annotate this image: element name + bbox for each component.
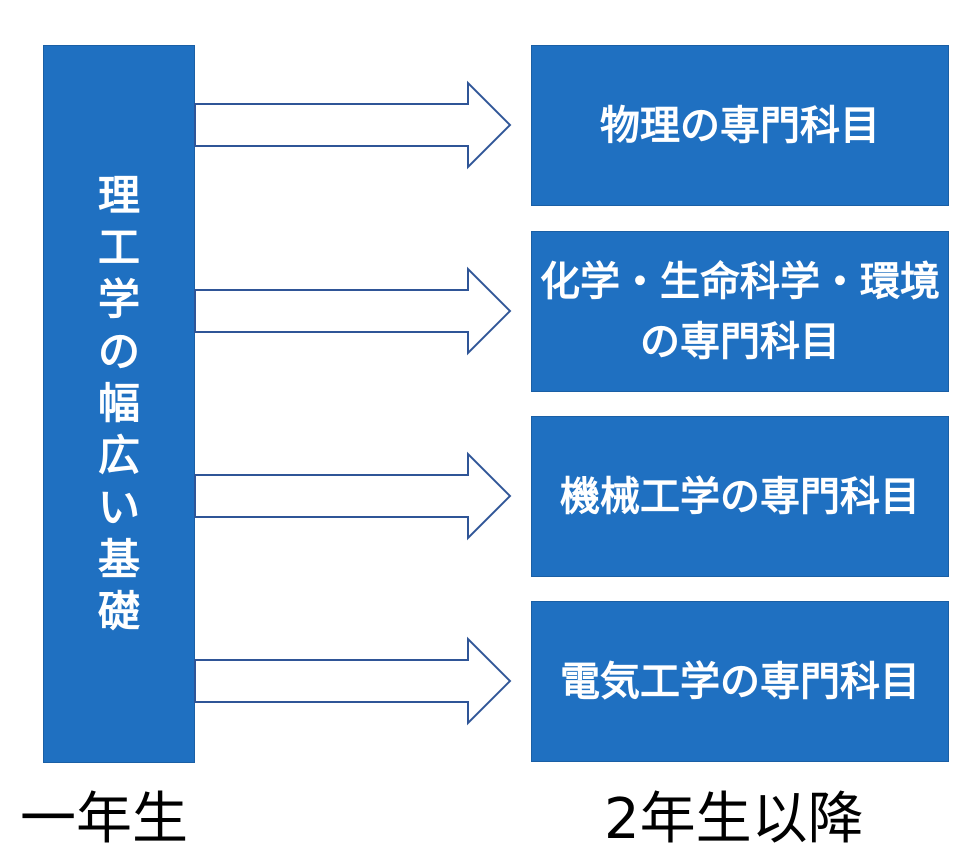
physics-course-block: 物理の専門科目 — [531, 45, 949, 206]
arrow-to-chemistry — [194, 266, 512, 356]
physics-course-label: 物理の専門科目 — [600, 102, 880, 149]
electrical-course-label: 電気工学の専門科目 — [560, 658, 920, 705]
mechanical-course-block: 機械工学の専門科目 — [531, 416, 949, 577]
second-year-onward-label: 2年生以降 — [604, 787, 864, 852]
mechanical-course-label: 機械工学の専門科目 — [560, 473, 920, 520]
electrical-course-block: 電気工学の専門科目 — [531, 601, 949, 762]
foundation-block: 理工学の幅広い基礎 — [43, 45, 195, 763]
first-year-label: 一年生 — [20, 787, 188, 852]
arrow-to-electrical — [194, 636, 512, 726]
chemistry-course-block: 化学・生命科学・環境の専門科目 — [531, 231, 949, 392]
arrow-to-physics — [194, 80, 512, 170]
arrow-to-mechanical — [194, 451, 512, 541]
foundation-label: 理工学の幅広い基礎 — [97, 171, 140, 636]
chemistry-course-label: 化学・生命科学・環境の専門科目 — [540, 258, 940, 365]
